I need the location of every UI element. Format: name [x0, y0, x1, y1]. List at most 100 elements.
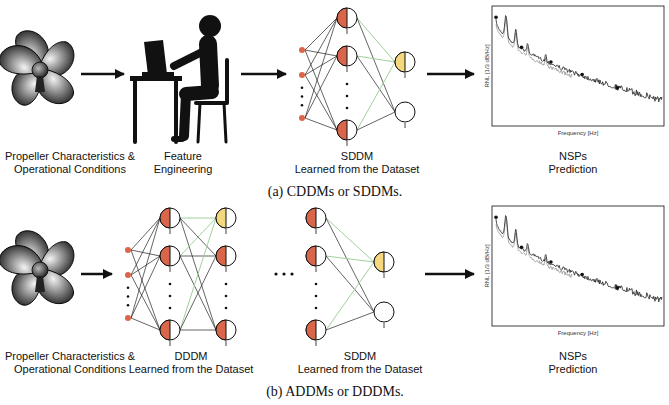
net-link	[131, 218, 160, 275]
propeller-shaft	[35, 76, 45, 92]
stage-node: NSPsPrediction	[480, 204, 666, 344]
ellipsis-dot	[346, 107, 349, 110]
ellipsis-dot	[346, 83, 349, 86]
stage-label: NSPsPrediction	[480, 350, 666, 376]
stage-node: SDDMLearned from the Dataset	[292, 4, 422, 144]
bias-tick	[405, 73, 406, 78]
stage-label: Propeller Characteristics & Operational …	[2, 350, 138, 376]
neural-net-icon	[125, 208, 236, 346]
axis-label: RNL [1/3 dB/Hz]	[484, 244, 491, 287]
stage-node: DDDMLearned from the Dataset	[118, 204, 264, 344]
propeller-hub	[32, 262, 48, 278]
net-link	[326, 256, 374, 262]
ellipsis-dot	[169, 283, 172, 286]
subfigure-caption: (a) CDDMs or SDDMs.	[268, 184, 403, 200]
net-link	[131, 250, 160, 256]
bias-tick	[226, 267, 227, 272]
neuron	[306, 208, 326, 228]
stage-label: SDDMLearned from the Dataset	[290, 350, 430, 376]
stage-label-text: Feature	[113, 150, 253, 163]
net-link	[305, 18, 337, 75]
subfigure-caption: (b) ADDMs or DDDMs.	[266, 384, 404, 400]
spectrum-marker	[520, 45, 524, 49]
neural-net-icon	[299, 8, 415, 146]
net-link	[305, 18, 337, 118]
spectrum-line	[496, 216, 662, 302]
spectrum-marker	[580, 73, 584, 77]
bias-tick	[347, 141, 348, 146]
bias-tick	[347, 29, 348, 34]
ellipsis-dot	[127, 304, 130, 307]
ellipsis-dot	[225, 295, 228, 298]
spectrum-marker	[616, 86, 620, 90]
neuron	[374, 252, 394, 272]
neuron	[216, 208, 236, 228]
person-arm	[174, 50, 206, 66]
flow-arrow	[81, 273, 112, 276]
bias-tick	[226, 341, 227, 346]
stage-node: SDDMLearned from the Dataset	[300, 204, 420, 344]
net-link	[305, 50, 337, 56]
stage-node: FeatureEngineering	[130, 4, 236, 144]
net-link	[357, 56, 395, 112]
bias-tick	[170, 229, 171, 234]
flow-arrow	[427, 73, 474, 76]
bias-tick	[226, 229, 227, 234]
net-link	[357, 56, 395, 62]
net-link	[357, 62, 395, 130]
engineer-icon	[130, 15, 227, 142]
stage-node: Propeller Characteristics & Operational …	[6, 204, 76, 344]
ellipsis-dot	[315, 283, 318, 286]
ellipsis-dot	[127, 295, 130, 298]
ellipsis-dot	[290, 272, 293, 275]
ellipsis-dot	[169, 295, 172, 298]
bias-tick	[316, 229, 317, 234]
neuron-half	[216, 320, 226, 340]
bias-tick	[316, 341, 317, 346]
neuron-half	[337, 8, 347, 28]
flow-arrow	[425, 273, 474, 276]
chart-frame	[492, 206, 664, 326]
chair-leg	[224, 103, 226, 142]
neuron-half	[337, 120, 347, 140]
ellipsis-dot	[282, 272, 285, 275]
bias-tick	[170, 341, 171, 346]
neuron-half	[160, 208, 170, 228]
neuron-half	[306, 320, 316, 340]
net-link	[131, 218, 160, 318]
neuron-half	[216, 208, 226, 228]
ellipsis-dot	[301, 95, 304, 98]
net-link	[131, 318, 160, 330]
input-dot	[299, 72, 305, 78]
neuron	[160, 208, 180, 228]
stage-label-text: DDDM	[118, 350, 264, 363]
stage-label: NSPsPrediction	[480, 150, 666, 176]
propeller-icon	[0, 228, 80, 312]
input-dot	[125, 272, 131, 278]
neuron-half	[160, 246, 170, 266]
propeller-shaft	[35, 276, 45, 292]
spectrum-chart	[492, 6, 664, 126]
desk-leg	[133, 81, 137, 142]
input-dot	[125, 247, 131, 253]
ellipsis-dot	[301, 86, 304, 89]
net-link	[326, 218, 374, 312]
stage-label: DDDMLearned from the Dataset	[118, 350, 264, 376]
neuron	[337, 120, 357, 140]
net-link	[180, 256, 216, 330]
stage-label: FeatureEngineering	[113, 150, 253, 176]
stage-label-text: Propeller Characteristics & Operational …	[2, 150, 138, 176]
bias-tick	[316, 267, 317, 272]
person-shin	[184, 94, 186, 136]
neuron	[306, 246, 326, 266]
net-link	[131, 256, 160, 318]
net-link	[357, 18, 395, 62]
net-link	[180, 218, 216, 256]
stage-label-text: Learned from the Dataset	[118, 363, 264, 376]
net-link	[305, 50, 337, 130]
bias-tick	[405, 123, 406, 128]
net-link	[357, 18, 395, 112]
